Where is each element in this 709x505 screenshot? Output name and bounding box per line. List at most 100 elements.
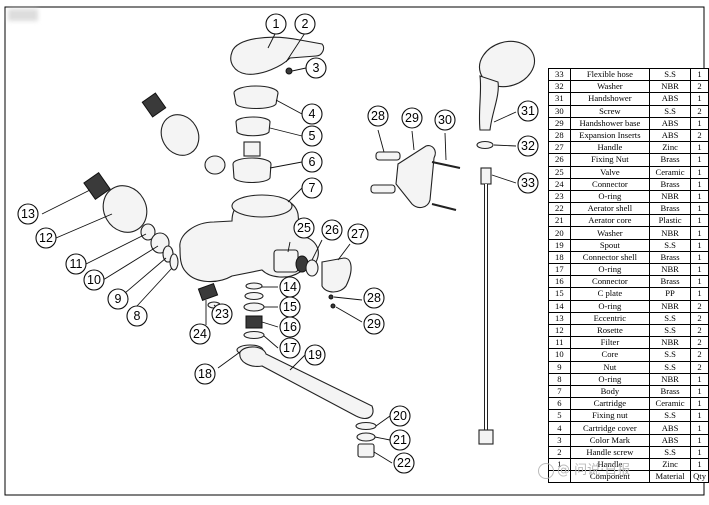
callout-3: 3 [305,57,327,79]
callout-circle [265,13,287,35]
table-cell-material: ABS [649,433,692,447]
callout-circle [389,405,411,427]
hose-top-fitting [480,167,492,185]
valve-part [273,249,299,273]
table-cell-name: O-ring [569,372,651,386]
handle-part [230,36,325,75]
leader [491,174,517,184]
callout-circle [389,429,411,451]
leader [291,67,307,72]
table-cell-no: 9 [548,360,571,374]
nut-upper [204,155,226,175]
table-cell-qty: 1 [690,433,709,447]
table-cell-no: 28 [548,128,571,143]
callout-label: 5 [309,129,316,143]
callout-26: 26 [321,219,343,241]
table-cell-no: 32 [548,80,571,94]
table-cell-no: 13 [548,311,571,325]
table-cell-no: 5 [548,409,571,423]
table-cell-name: Expansion Inserts [569,128,651,143]
table-cell-material: NBR [649,262,692,277]
callout-1: 1 [265,13,287,35]
cartridge-part [243,141,261,157]
table-cell-qty: 1 [690,250,709,265]
fixing-nut-26-part [305,259,319,277]
callout-label: 4 [309,107,316,121]
callout-label: 1 [273,17,280,31]
callout-24: 24 [189,323,211,345]
leader [102,245,159,281]
o-ring-14-part [245,282,263,290]
table-cell-material: Brass [649,202,692,216]
callout-label: 20 [393,409,407,423]
table-cell-material: S.S [649,67,692,82]
callout-circle [321,219,343,241]
callout-15: 15 [279,296,301,318]
leader [311,239,323,261]
callout-7: 7 [301,177,323,199]
callout-label: 9 [115,292,122,306]
rosette-part [102,185,148,233]
callout-14: 14 [279,276,301,298]
table-cell-material: Plastic [649,214,692,228]
table-cell-no: 18 [548,250,571,265]
callout-33: 33 [517,172,539,194]
callout-label: 22 [397,456,411,470]
leader [375,415,391,427]
table-cell-qty: 1 [690,384,709,399]
callout-circle [301,177,323,199]
eccentric-upper [141,92,167,118]
table-cell-no: 33 [548,67,571,82]
callout-27: 27 [347,223,369,245]
callout-circle [279,316,301,338]
table-cell-name: Nut [569,360,651,374]
leader [411,130,415,151]
table-cell-no: 12 [548,323,571,338]
callout-label: 21 [393,433,407,447]
handshower-base-part [395,145,436,209]
table-cell-material: ABS [649,116,692,130]
table-cell-qty: 1 [690,153,709,167]
table-cell-material: PP [649,287,692,301]
callout-circle [347,223,369,245]
callout-23: 23 [211,303,233,325]
table-cell-name: Valve [569,165,651,179]
table-cell-name: Core [569,348,651,362]
expansion-insert-small [328,294,334,300]
callout-label: 16 [283,320,297,334]
leader [136,267,173,307]
callout-circle [35,227,57,249]
callout-25: 25 [293,217,315,239]
callout-circle [363,313,385,335]
table-cell-material: NBR [649,299,692,313]
table-cell-qty: 1 [690,445,709,460]
leader [373,451,393,464]
table-cell-no: 8 [548,372,571,386]
table-cell-material: NBR [649,372,692,386]
callout-label: 29 [405,111,419,125]
leader [493,144,517,147]
table-cell-qty: 1 [690,409,709,423]
table-cell-no: 30 [548,104,571,118]
callout-19: 19 [304,344,326,366]
filter-part [140,223,156,241]
leader [217,351,241,369]
table-cell-material: Brass [649,275,692,289]
table-cell-no: 22 [548,202,571,216]
leader [267,31,277,49]
table-cell-qty: 2 [690,336,709,350]
table-cell-no: 10 [548,348,571,362]
callout-12: 12 [35,227,57,249]
